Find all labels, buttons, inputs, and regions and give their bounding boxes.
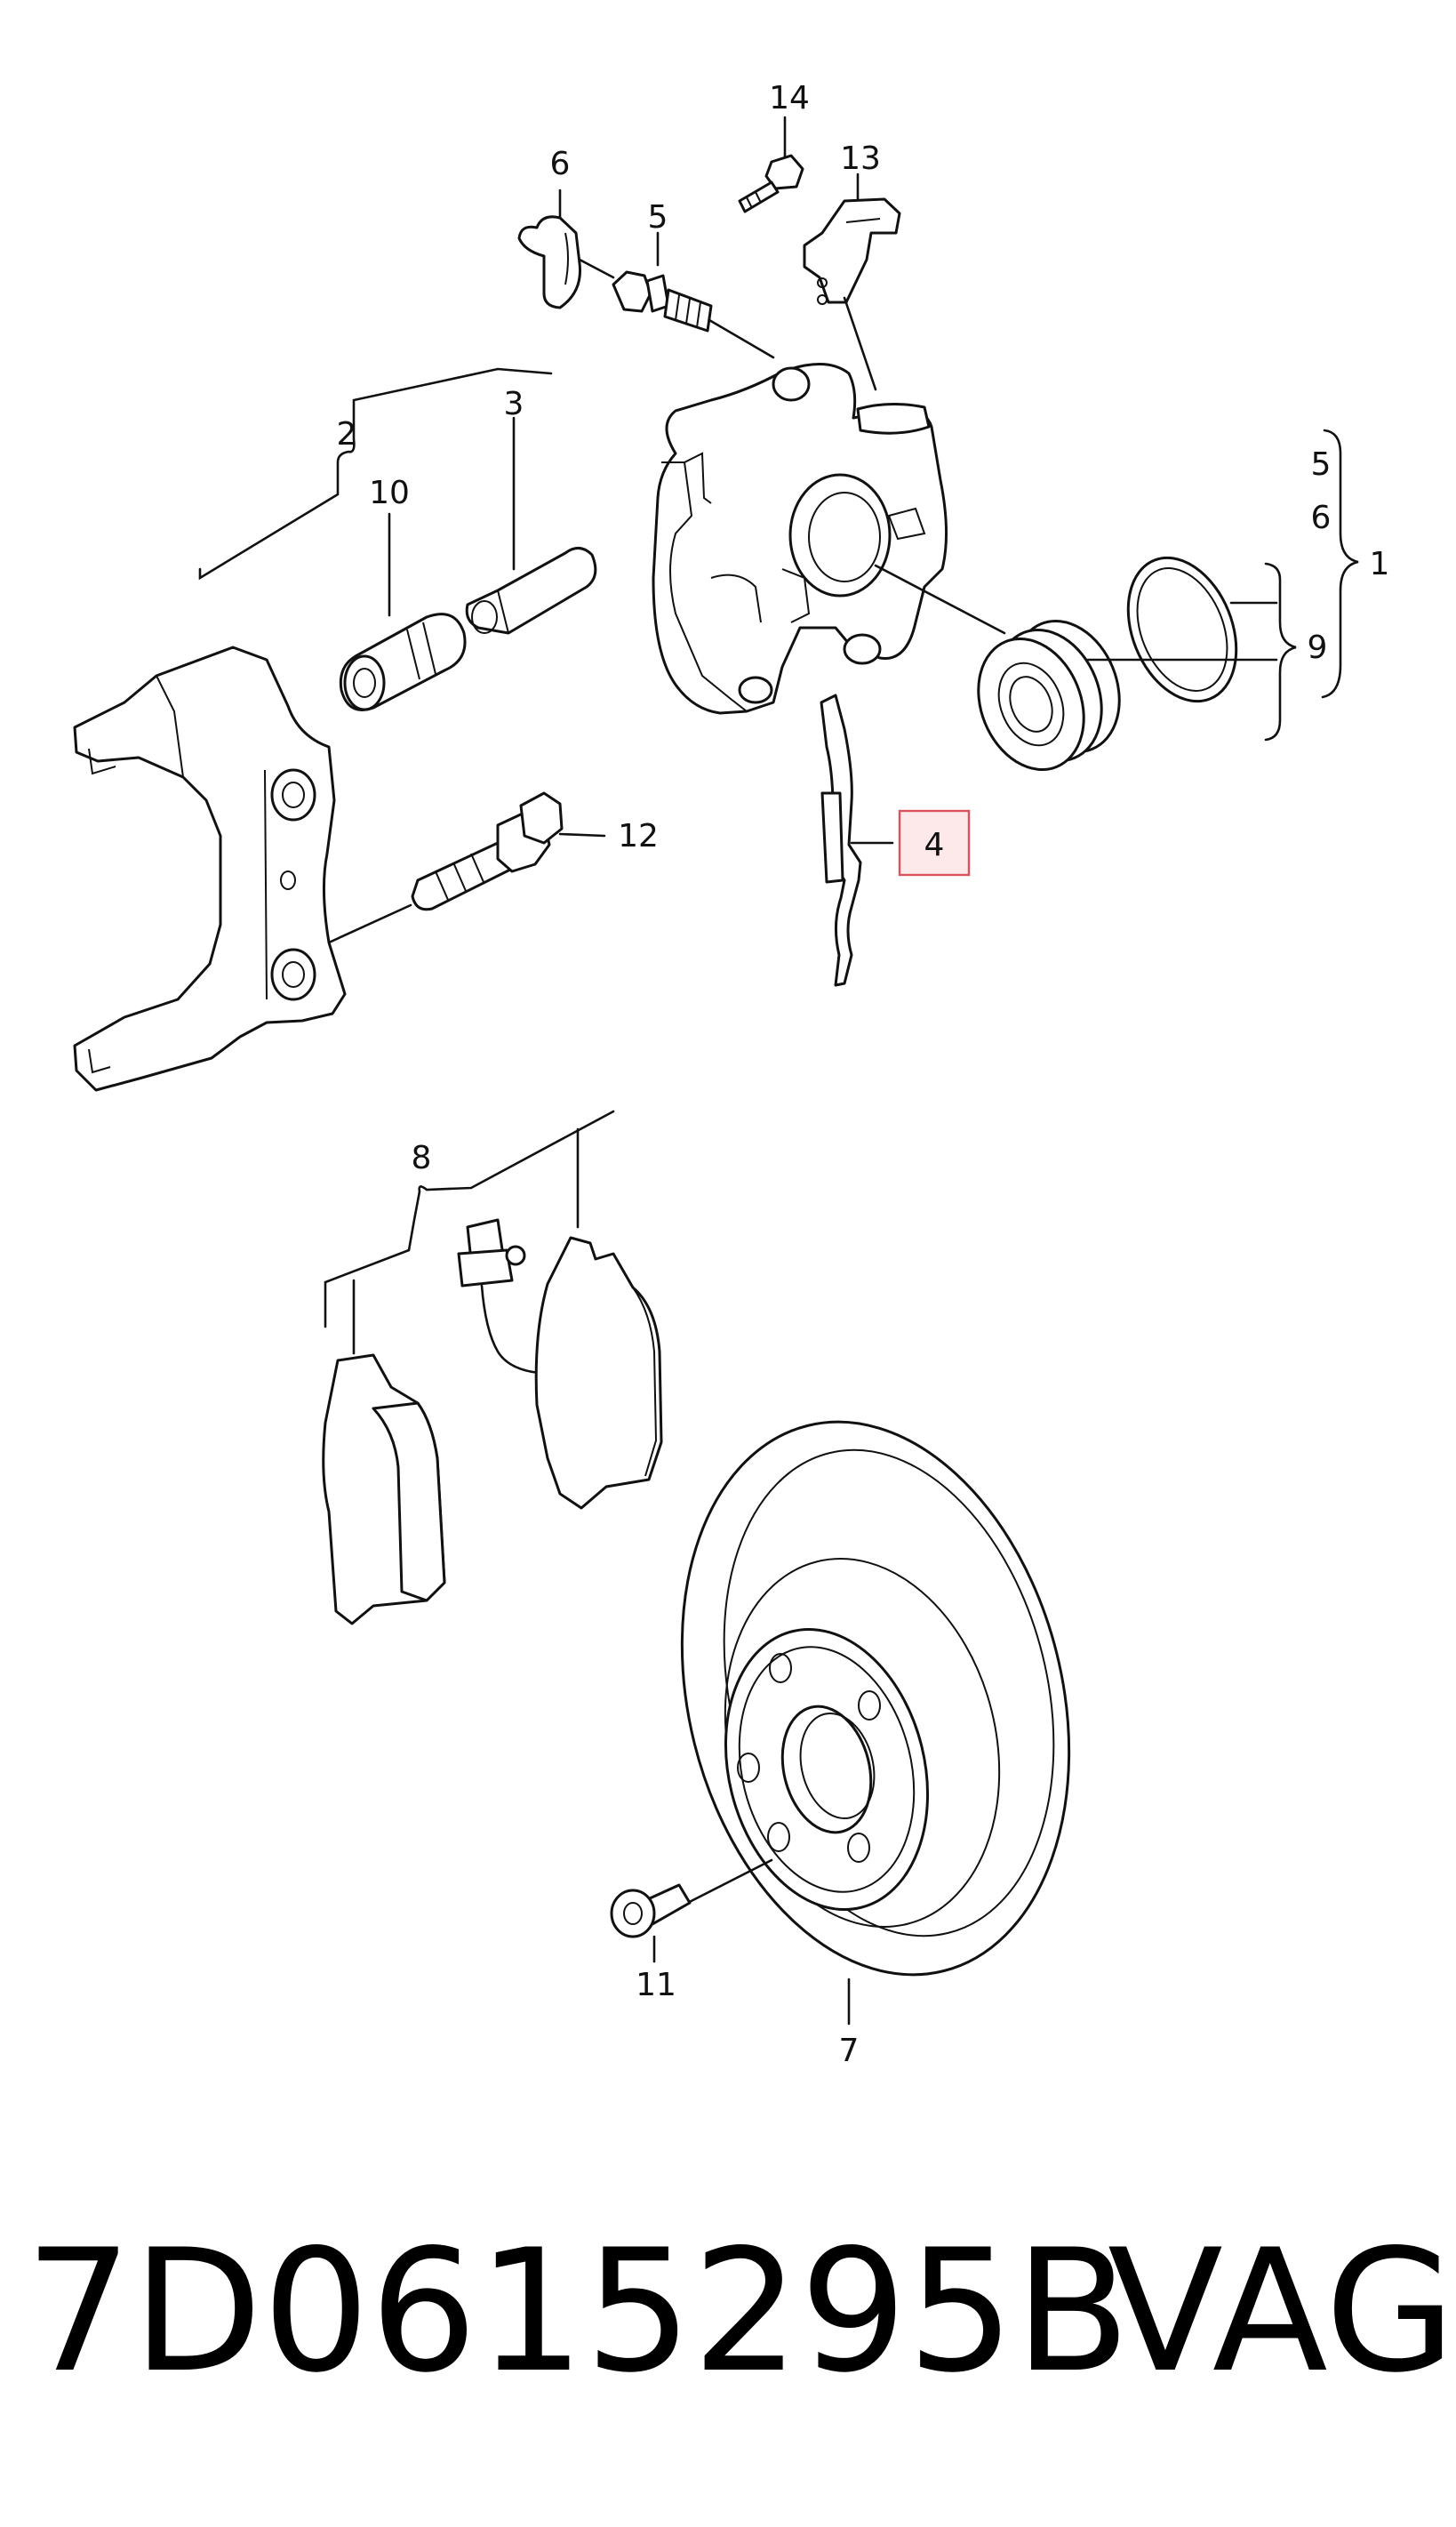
part-bleeder-bolt-5 xyxy=(612,231,775,359)
part-wear-sensor-8 xyxy=(457,1218,540,1375)
callout-2: 2 xyxy=(337,416,357,453)
group-brace-9 xyxy=(1264,562,1297,742)
part-bushing-10 xyxy=(339,512,467,711)
callout-12: 12 xyxy=(618,818,659,854)
part-caliper-bracket-2 xyxy=(73,646,347,1092)
callout-14: 14 xyxy=(769,80,810,116)
part-brake-pad-inner-8 xyxy=(322,1279,446,1625)
part-piston-9 xyxy=(977,619,1121,772)
callout-5-bolt: 5 xyxy=(648,199,668,236)
group-brace-1 xyxy=(1321,429,1359,699)
brand-label: VAG xyxy=(1108,2213,1456,2410)
part-bolt-14 xyxy=(738,116,804,213)
callout-1: 1 xyxy=(1370,546,1390,582)
callout-6-group: 6 xyxy=(1311,500,1332,536)
callout-4: 4 xyxy=(924,827,945,863)
part-seal-9 xyxy=(1086,556,1278,703)
callout-13: 13 xyxy=(840,140,881,177)
part-spring-clip-4 xyxy=(820,694,894,987)
callout-7: 7 xyxy=(839,2033,860,2069)
callout-9: 9 xyxy=(1308,630,1328,666)
group-brace-8 xyxy=(324,1110,615,1328)
part-brake-disc-7 xyxy=(680,1420,1071,2026)
part-guide-pin-3 xyxy=(465,416,597,635)
callout-6-cap: 6 xyxy=(550,146,571,182)
part-bracket-13 xyxy=(803,172,901,391)
part-number-label: 7D0615295B xyxy=(25,2213,1131,2410)
part-disc-screw-11 xyxy=(610,1858,773,1963)
part-brake-pad-outer-8 xyxy=(534,1127,663,1510)
callout-3: 3 xyxy=(504,386,524,422)
callout-10: 10 xyxy=(369,475,410,511)
callout-5-group: 5 xyxy=(1311,446,1332,483)
callout-8: 8 xyxy=(412,1140,432,1176)
callout-11: 11 xyxy=(636,1967,676,2003)
part-caliper-housing-1 xyxy=(652,363,1006,715)
callout-4-highlight xyxy=(898,809,971,877)
part-bleeder-cap-6 xyxy=(517,189,615,309)
group-brace-2 xyxy=(198,367,553,581)
part-caliper-bolt-12 xyxy=(327,791,606,944)
